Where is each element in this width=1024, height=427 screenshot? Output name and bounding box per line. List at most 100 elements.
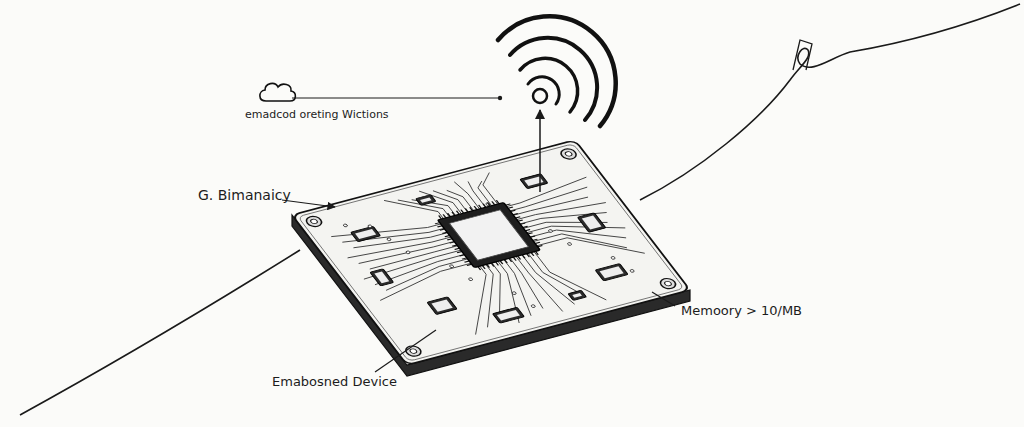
smd-component (497, 310, 520, 320)
chip-pin (439, 215, 442, 218)
smd-component (492, 307, 524, 323)
pcb-trace (331, 210, 440, 250)
chip-pin (488, 203, 491, 206)
via (512, 291, 517, 294)
smd-component (431, 300, 452, 312)
chip-pin (442, 232, 447, 233)
chip-pin (533, 239, 538, 240)
pcb-trace (522, 252, 575, 308)
leader-line (652, 292, 675, 306)
chip-pin (527, 254, 530, 257)
smd-component (600, 266, 624, 278)
pcb-trace (474, 181, 499, 206)
chip-pin (440, 229, 445, 230)
chip-pin (513, 213, 518, 214)
chip-pin (464, 261, 469, 262)
chip-pin (487, 264, 490, 267)
mount-hole (658, 277, 679, 290)
pcb-trace (523, 209, 607, 242)
smd-component (370, 269, 394, 286)
smd-component (568, 290, 586, 300)
chip-pin (525, 230, 530, 231)
leader-line (375, 330, 436, 372)
smd-component (351, 226, 381, 242)
leader-line (292, 98, 498, 99)
smd-component (582, 216, 602, 230)
chip-pin (518, 256, 521, 259)
smd-component (355, 229, 376, 239)
callout-label: emadcod oreting Wictions (243, 108, 391, 122)
pcb-trace (516, 256, 563, 313)
chip-pin (447, 239, 452, 240)
mount-hole (558, 147, 579, 160)
chip-pin (523, 226, 528, 227)
smd-component (595, 264, 628, 281)
chip-pin (496, 200, 499, 203)
smd-component (577, 213, 605, 233)
pcb-trace (454, 181, 479, 210)
smd-component (420, 197, 432, 202)
callout-label: Memoory > 10/MB (679, 303, 804, 319)
via (548, 229, 553, 232)
pcb-trace (476, 261, 541, 323)
chip-pin (465, 208, 468, 211)
chip-pin (536, 251, 539, 254)
chip-pin (483, 204, 486, 207)
mount-hole (564, 151, 573, 157)
chip-pin (450, 242, 455, 243)
chip-pin (479, 205, 482, 208)
via (343, 224, 348, 227)
callout-label: Emabosned Device (270, 374, 399, 390)
smd-component (427, 297, 457, 315)
pcb-trace (513, 196, 588, 217)
via (367, 225, 372, 228)
mount-hole (310, 219, 319, 225)
chip-pin (443, 214, 446, 217)
wire (20, 250, 300, 415)
pcb-trace (370, 246, 458, 269)
wire-tag (793, 40, 812, 70)
pcb-trace (380, 259, 474, 290)
smd-component (416, 195, 436, 206)
pcb-trace (371, 255, 469, 285)
leader-dot (498, 96, 502, 100)
chip-pin (522, 255, 525, 258)
pcb-trace (433, 187, 467, 216)
chip-pin (461, 210, 464, 213)
chip-pin (535, 242, 540, 243)
chip-pin (452, 245, 457, 246)
pcb-trace (534, 244, 606, 308)
smd-component (374, 272, 389, 284)
chip-pin (516, 217, 521, 218)
via (531, 304, 536, 307)
mount-hole (409, 348, 418, 354)
smd-component (572, 293, 582, 298)
via (468, 278, 473, 281)
callout-label: G. Bimanaicy (196, 187, 293, 204)
antenna-stem (539, 110, 541, 192)
via (485, 202, 490, 205)
pcb-trace (520, 203, 607, 234)
via (386, 238, 391, 241)
pcb-trace (447, 188, 474, 213)
pcb-trace (466, 181, 487, 207)
pcb-trace (534, 222, 627, 267)
pcb-trace (528, 248, 586, 303)
chip-pin (538, 246, 543, 247)
wifi-dot (533, 89, 547, 103)
via (567, 242, 572, 245)
processor-chip (449, 210, 528, 260)
cloud-icon (260, 83, 296, 101)
wire (640, 4, 1020, 200)
via (630, 269, 635, 272)
via (449, 265, 454, 268)
pcb-trace (476, 173, 511, 204)
chip-pin (437, 226, 442, 227)
chip-pin (528, 233, 533, 234)
mount-hole (304, 215, 325, 228)
chip-pin (445, 235, 450, 236)
chip-pin (482, 265, 485, 268)
via (610, 256, 615, 259)
chip-pin (509, 258, 512, 261)
